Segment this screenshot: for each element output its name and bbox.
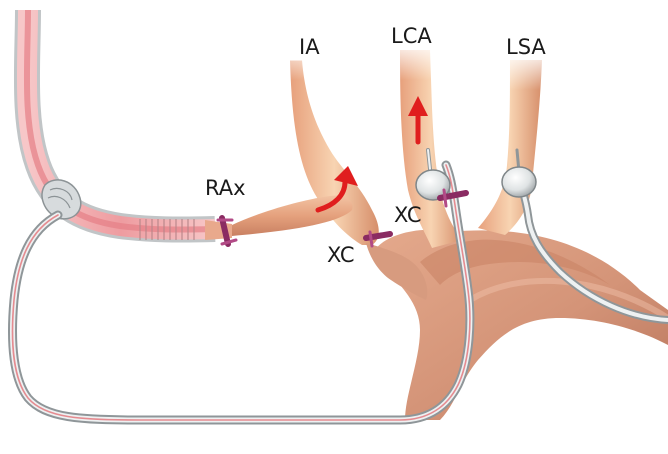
- flow-arrow-ia: [315, 166, 358, 213]
- flow-arrow-lca: [408, 96, 428, 145]
- label-cross-clamp-ia: XC: [327, 243, 355, 267]
- label-innominate-artery: IA: [299, 35, 320, 59]
- y-connector: [41, 179, 82, 220]
- label-left-carotid-artery: LCA: [391, 24, 432, 48]
- left-carotid-artery: [392, 40, 462, 248]
- left-subclavian-artery: [478, 50, 550, 235]
- label-left-subclavian-artery: LSA: [506, 35, 546, 59]
- clamp-ia: [363, 230, 393, 248]
- right-axillary-artery: [232, 195, 353, 236]
- arch-inner-surface: [420, 239, 610, 285]
- label-right-axillary-artery: RAx: [205, 176, 246, 200]
- lca-balloon: [415, 169, 451, 201]
- clamp-lca: [437, 188, 469, 208]
- innominate-artery: [280, 40, 428, 300]
- perfusion-line: [8, 148, 475, 425]
- label-cross-clamp-lca: XC: [394, 203, 422, 227]
- lsa-balloon-catheter: [501, 148, 668, 324]
- clamp-rax: [216, 215, 238, 247]
